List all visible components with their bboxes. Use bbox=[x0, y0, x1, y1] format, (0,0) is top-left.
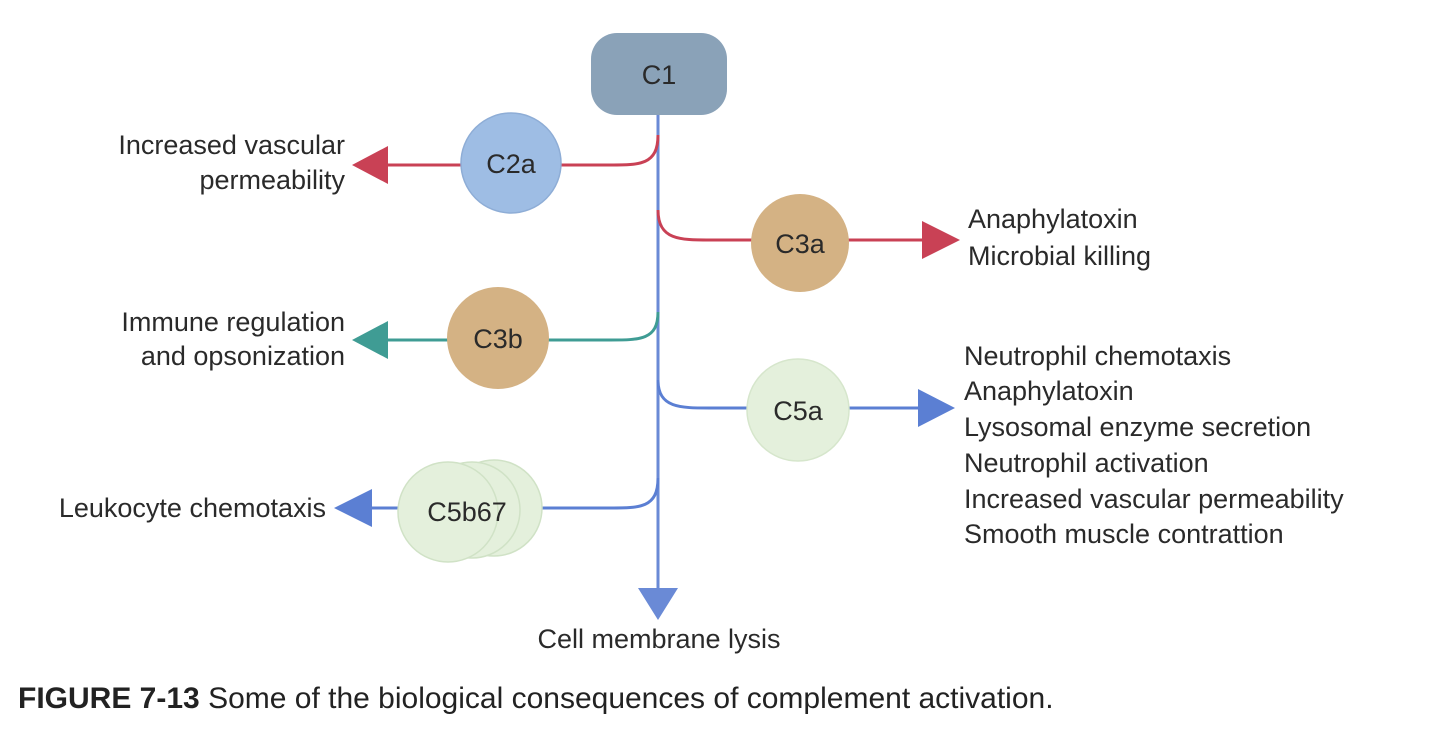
c2a-effect-line-1: Increased vascular bbox=[118, 130, 345, 160]
c3b-effect-line-1: Immune regulation bbox=[121, 307, 345, 337]
c3a-effect-line-2: Microbial killing bbox=[968, 241, 1151, 271]
c5b67-node: C5b67 bbox=[397, 459, 543, 563]
c5a-effect-line-6: Smooth muscle contrattion bbox=[964, 519, 1284, 549]
complement-diagram: C1 C2a C3a C3b C5a C5b67 Increased vascu… bbox=[59, 33, 1344, 654]
c5a-arrowhead bbox=[918, 389, 955, 427]
c1-node: C1 bbox=[591, 33, 727, 115]
figure-caption: FIGURE 7-13 Some of the biological conse… bbox=[18, 682, 1054, 716]
c5a-effect-line-1: Neutrophil chemotaxis bbox=[964, 341, 1231, 371]
c5a-effect-line-4: Neutrophil activation bbox=[964, 448, 1209, 478]
c3a-circle bbox=[751, 194, 849, 292]
c3a-node: C3a bbox=[751, 194, 849, 292]
c5a-circle bbox=[746, 358, 850, 462]
c5b67-arrowhead bbox=[334, 489, 372, 527]
c5a-node: C5a bbox=[746, 358, 850, 462]
figure-caption-text: Some of the biological consequences of c… bbox=[208, 682, 1054, 715]
c3a-label: C3a bbox=[775, 229, 826, 259]
c5a-connector bbox=[656, 379, 922, 410]
c5a-effect-line-5: Increased vascular permeability bbox=[964, 484, 1344, 514]
trunk-arrowhead bbox=[638, 588, 678, 620]
figure-number: FIGURE 7-13 bbox=[18, 682, 200, 715]
c5b67-effect-line-1: Leukocyte chemotaxis bbox=[59, 493, 326, 523]
c3b-node: C3b bbox=[447, 287, 549, 389]
c5b67-label: C5b67 bbox=[427, 497, 507, 527]
c2a-connector bbox=[385, 134, 660, 167]
c5b67-circle-front bbox=[397, 461, 499, 563]
c3a-arrowhead bbox=[922, 221, 960, 259]
c2a-effect-line-2: permeability bbox=[199, 165, 345, 195]
c5a-effect-line-2: Anaphylatoxin bbox=[964, 376, 1134, 406]
c1-label: C1 bbox=[642, 60, 677, 90]
c3b-effect-line-2: and opsonization bbox=[141, 341, 345, 371]
c5b67-connector bbox=[368, 477, 660, 510]
c2a-node: C2a bbox=[460, 112, 562, 214]
c3b-connector bbox=[385, 311, 660, 342]
c3b-label: C3b bbox=[473, 324, 523, 354]
c2a-label: C2a bbox=[486, 149, 537, 179]
c2a-arrowhead bbox=[352, 146, 388, 184]
c5a-label: C5a bbox=[773, 396, 824, 426]
c1-box bbox=[591, 33, 727, 115]
trunk-effect-line-1: Cell membrane lysis bbox=[537, 624, 780, 654]
c3a-effect-line-1: Anaphylatoxin bbox=[968, 204, 1138, 234]
c3b-arrowhead bbox=[352, 321, 388, 359]
c2a-circle bbox=[460, 112, 562, 214]
c3a-connector bbox=[656, 209, 925, 242]
c5a-effect-line-3: Lysosomal enzyme secretion bbox=[964, 412, 1311, 442]
c3b-circle bbox=[447, 287, 549, 389]
